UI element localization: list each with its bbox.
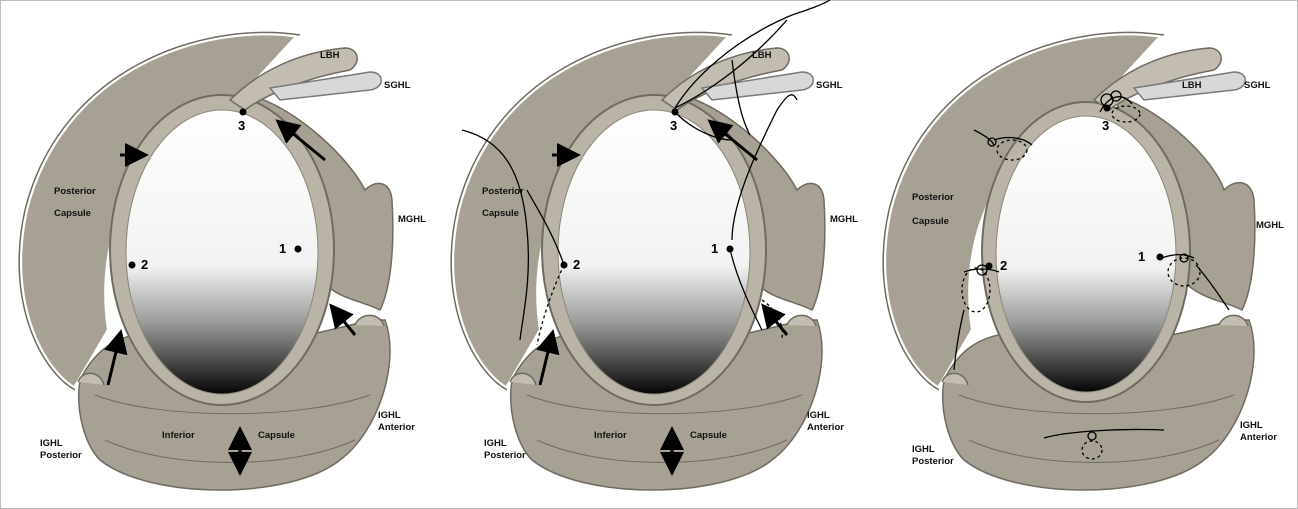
posterior-label: Posterior [54, 186, 96, 197]
panel-2: LBH SGHL MGHL Posterior Capsule Inferior… [432, 0, 864, 509]
sghl-label: SGHL [816, 80, 842, 91]
panel-1-drawing [0, 0, 432, 509]
anchor-2-dot [129, 262, 136, 269]
ighl-posterior-label-1: IGHL [40, 438, 63, 449]
ighl-posterior-label-2: Posterior [40, 450, 82, 461]
panel-3-drawing [864, 0, 1296, 509]
capsule-label: Capsule [54, 208, 91, 219]
posterior-label: Posterior [912, 192, 954, 203]
anchor-3-label: 3 [238, 118, 245, 133]
ighl-posterior-label-2: Posterior [912, 456, 954, 467]
anchor-2-label: 2 [573, 257, 580, 272]
anchor-2-label: 2 [1000, 258, 1007, 273]
sghl-label: SGHL [384, 80, 410, 91]
inferior-capsule-label: Capsule [690, 430, 727, 441]
panel-3: LBH SGHL MGHL Posterior Capsule IGHL Ant… [864, 0, 1296, 509]
inferior-capsule-label: Capsule [258, 430, 295, 441]
mghl-label: MGHL [1256, 220, 1284, 231]
anchor-3-dot [240, 109, 247, 116]
lbh-label: LBH [1182, 80, 1202, 91]
anchor-3-label: 3 [1102, 118, 1109, 133]
inferior-label: Inferior [162, 430, 195, 441]
ighl-anterior-label-1: IGHL [378, 410, 401, 421]
capsule-label: Capsule [482, 208, 519, 219]
lbh-label: LBH [320, 50, 340, 61]
glenoid-surface [126, 110, 318, 394]
panel-2-drawing [432, 0, 864, 509]
anchor-1-label: 1 [711, 241, 718, 256]
lbh-label: LBH [752, 50, 772, 61]
sghl-label: SGHL [1244, 80, 1270, 91]
ighl-anterior-label-1: IGHL [807, 410, 830, 421]
panel-1: LBH SGHL MGHL Posterior Capsule Inferior… [0, 0, 432, 509]
ighl-anterior-label-2: Anterior [1240, 432, 1277, 443]
ighl-anterior-label-2: Anterior [378, 422, 415, 433]
inferior-label: Inferior [594, 430, 627, 441]
capsule-label: Capsule [912, 216, 949, 227]
anchor-1-dot [295, 246, 302, 253]
posterior-label: Posterior [482, 186, 524, 197]
anchor-1-label: 1 [1138, 249, 1145, 264]
mghl-label: MGHL [398, 214, 426, 225]
mghl-label: MGHL [830, 214, 858, 225]
ighl-posterior-label-1: IGHL [912, 444, 935, 455]
anchor-1-label: 1 [279, 241, 286, 256]
anchor-2-label: 2 [141, 257, 148, 272]
ighl-anterior-label-1: IGHL [1240, 420, 1263, 431]
ighl-anterior-label-2: Anterior [807, 422, 844, 433]
ighl-posterior-label-2: Posterior [484, 450, 526, 461]
ighl-posterior-label-1: IGHL [484, 438, 507, 449]
anchor-3-label: 3 [670, 118, 677, 133]
